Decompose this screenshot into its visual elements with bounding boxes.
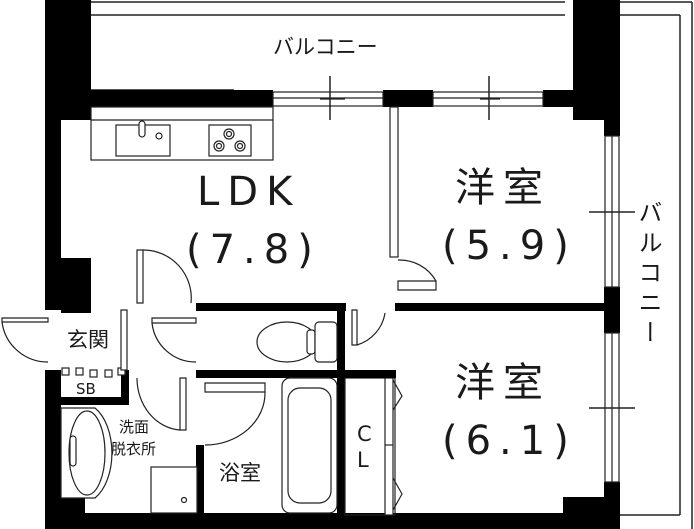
balcony-right-outline [619,1,693,529]
toilet-icon [256,321,338,363]
western1-size: (5.9) [442,223,577,269]
window-western1-top [432,76,544,120]
doors [1,249,437,446]
shoebox-name: SB [76,380,96,398]
ldk-size: (7.8) [186,227,321,273]
window-western2-right [589,332,635,483]
closet-name-1: C [357,422,372,446]
balcony-right-label: バルコニー [634,200,662,350]
bathtub-icon [281,377,338,514]
partition-ldk-western1 [389,106,399,258]
bathroom-name: 浴室 [219,461,261,485]
closet [344,370,403,516]
balcony-top-label: バルコニー [273,35,378,59]
kitchen-counter [90,106,274,161]
washing-machine-icon [150,466,198,514]
entrance-step [61,367,126,378]
window-ldk-top [272,76,384,120]
western2-size: (6.1) [442,418,577,464]
ldk-name: LDK [197,169,301,215]
western1-name: 洋室 [455,165,551,211]
closet-name-2: L [357,448,369,472]
entrance-name: 玄関 [67,328,109,352]
western2-name: 洋室 [455,360,551,406]
walls [45,0,620,529]
washroom-name-2: 脱衣所 [111,440,157,458]
washroom-name-1: 洗面 [119,418,150,436]
washbasin-icon [60,407,113,499]
partition-entrance [120,309,128,371]
window-western1-right [589,135,635,288]
